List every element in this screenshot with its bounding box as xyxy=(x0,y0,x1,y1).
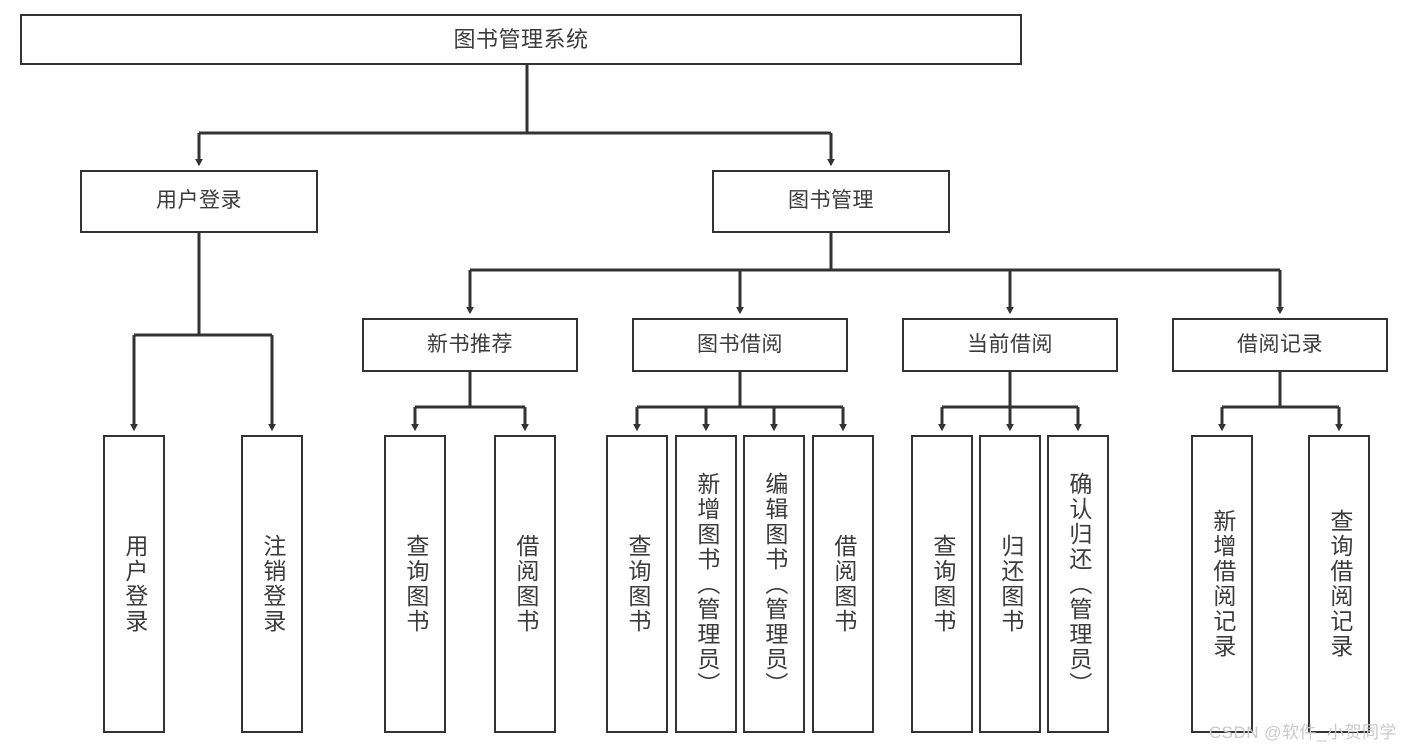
node-label: 新增借阅记录 xyxy=(1209,509,1236,659)
node-label: 新书推荐 xyxy=(427,332,513,356)
node-label: 查询图书 xyxy=(624,534,651,634)
node-book-borrow[interactable]: 图书借阅 xyxy=(632,318,848,372)
node-label: 注销登录 xyxy=(259,534,286,634)
node-borrow-record[interactable]: 借阅记录 xyxy=(1172,318,1388,372)
node-label: 查询图书 xyxy=(929,534,956,634)
node-book-manage[interactable]: 图书管理 xyxy=(712,170,950,233)
leaf-confirm-return[interactable]: 确认归还（管理员） xyxy=(1047,435,1109,733)
node-label: 当前借阅 xyxy=(967,332,1053,356)
node-label: 借阅图书 xyxy=(512,534,539,634)
watermark: CSDN @软件_小贺同学 xyxy=(1208,723,1397,742)
node-label: 查询借阅记录 xyxy=(1326,509,1353,659)
node-label: 借阅记录 xyxy=(1237,332,1323,356)
leaf-return-book[interactable]: 归还图书 xyxy=(979,435,1041,733)
leaf-borrow-book-recommend[interactable]: 借阅图书 xyxy=(494,435,556,733)
node-label: 归还图书 xyxy=(997,534,1024,634)
leaf-query-book-borrow[interactable]: 查询图书 xyxy=(606,435,668,733)
leaf-query-borrow-record[interactable]: 查询借阅记录 xyxy=(1308,435,1370,733)
node-new-book-recommend[interactable]: 新书推荐 xyxy=(362,318,578,372)
node-label: 图书借阅 xyxy=(697,332,783,356)
node-label: 图书管理 xyxy=(788,189,874,213)
node-label: 借阅图书 xyxy=(830,534,857,634)
node-label: 确认归还（管理员） xyxy=(1065,471,1092,697)
node-label: 新增图书（管理员） xyxy=(693,471,720,697)
leaf-user-login[interactable]: 用户登录 xyxy=(103,435,165,733)
node-label: 用户登录 xyxy=(121,534,148,634)
node-label: 编辑图书（管理员） xyxy=(761,471,788,697)
leaf-logout-login[interactable]: 注销登录 xyxy=(241,435,303,733)
leaf-add-book[interactable]: 新增图书（管理员） xyxy=(675,435,737,733)
leaf-add-borrow-record[interactable]: 新增借阅记录 xyxy=(1191,435,1253,733)
leaf-edit-book[interactable]: 编辑图书（管理员） xyxy=(743,435,805,733)
leaf-borrow-book-borrow[interactable]: 借阅图书 xyxy=(812,435,874,733)
leaf-query-book-recommend[interactable]: 查询图书 xyxy=(384,435,446,733)
leaf-query-book-current[interactable]: 查询图书 xyxy=(911,435,973,733)
node-label: 用户登录 xyxy=(156,189,242,213)
node-label: 图书管理系统 xyxy=(453,26,589,52)
node-root-system[interactable]: 图书管理系统 xyxy=(20,14,1022,65)
node-label: 查询图书 xyxy=(402,534,429,634)
node-user-login[interactable]: 用户登录 xyxy=(80,170,318,233)
node-current-borrow[interactable]: 当前借阅 xyxy=(902,318,1118,372)
